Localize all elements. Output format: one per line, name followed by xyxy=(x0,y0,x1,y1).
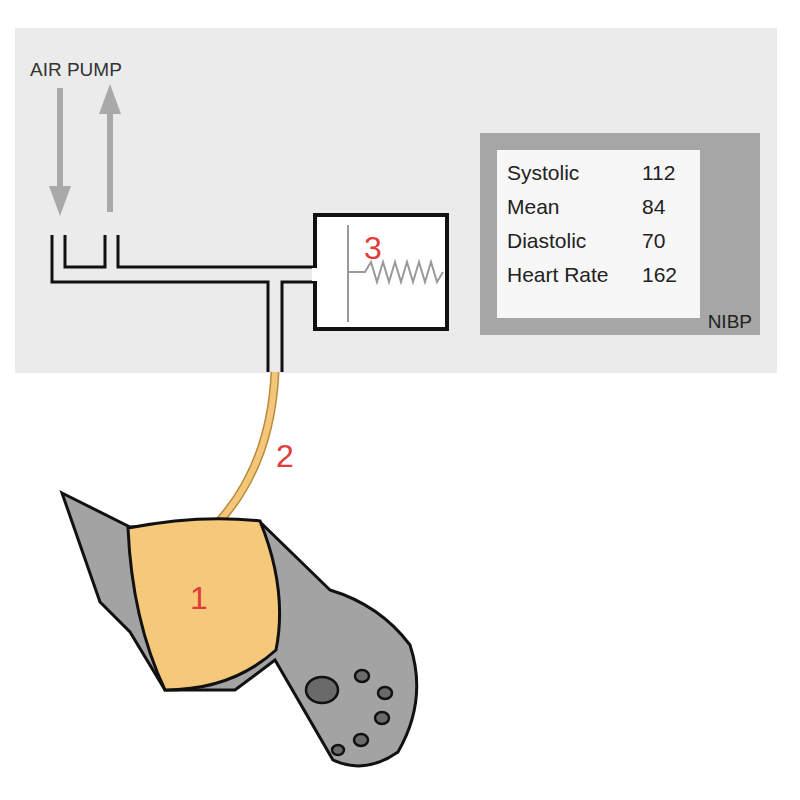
air-tubing xyxy=(52,235,315,372)
callout-number: 3 xyxy=(364,232,382,264)
callout-number: 1 xyxy=(190,582,208,614)
device-name: NIBP xyxy=(708,312,752,331)
table-cell: Diastolic xyxy=(507,230,586,251)
table-cell: Heart Rate xyxy=(507,264,609,285)
table-cell: 84 xyxy=(642,196,665,217)
table-cell: 70 xyxy=(642,230,665,251)
table-cell: Mean xyxy=(507,196,560,217)
table-cell: 112 xyxy=(642,162,675,183)
pressure-chamber xyxy=(315,215,447,329)
bp-cuff xyxy=(128,519,280,690)
callout-number: 2 xyxy=(276,440,294,472)
air-flow-arrows xyxy=(49,84,121,216)
paw-pads xyxy=(306,670,392,755)
animal-leg xyxy=(62,493,417,766)
table-cell: Systolic xyxy=(507,162,579,183)
table-cell: 162 xyxy=(642,264,677,285)
device-panel xyxy=(15,28,777,373)
piston-spring xyxy=(348,225,443,322)
cuff-tube xyxy=(213,372,275,528)
air-pump-label: AIR PUMP xyxy=(30,60,122,79)
